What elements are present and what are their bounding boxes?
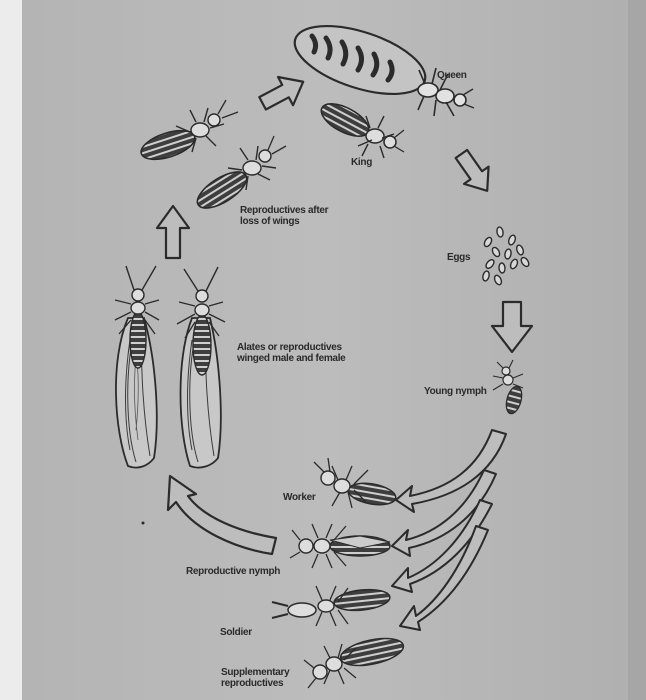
label-king: King xyxy=(351,157,372,168)
label-queen: Queen xyxy=(437,70,467,81)
label-alates: Alates or reproductives winged male and … xyxy=(237,342,345,364)
label-worker: Worker xyxy=(283,492,315,503)
label-line: winged male and female xyxy=(237,353,345,364)
right-page-edge xyxy=(628,0,646,700)
label-supplementary-reproductives: Supplementary reproductives xyxy=(221,667,289,689)
label-soldier: Soldier xyxy=(220,627,252,638)
left-page-edge xyxy=(0,0,22,700)
label-eggs: Eggs xyxy=(447,252,470,263)
label-reproductives-after-loss-of-wings: Reproductives after loss of wings xyxy=(240,205,328,227)
label-young-nymph: Young nymph xyxy=(424,386,487,397)
label-line: reproductives xyxy=(221,678,289,689)
label-line: Reproductives after xyxy=(240,205,328,216)
label-line: Supplementary xyxy=(221,667,289,678)
label-line: loss of wings xyxy=(240,216,328,227)
speck xyxy=(142,522,145,525)
label-line: Alates or reproductives xyxy=(237,342,345,353)
label-reproductive-nymph: Reproductive nymph xyxy=(186,566,280,577)
